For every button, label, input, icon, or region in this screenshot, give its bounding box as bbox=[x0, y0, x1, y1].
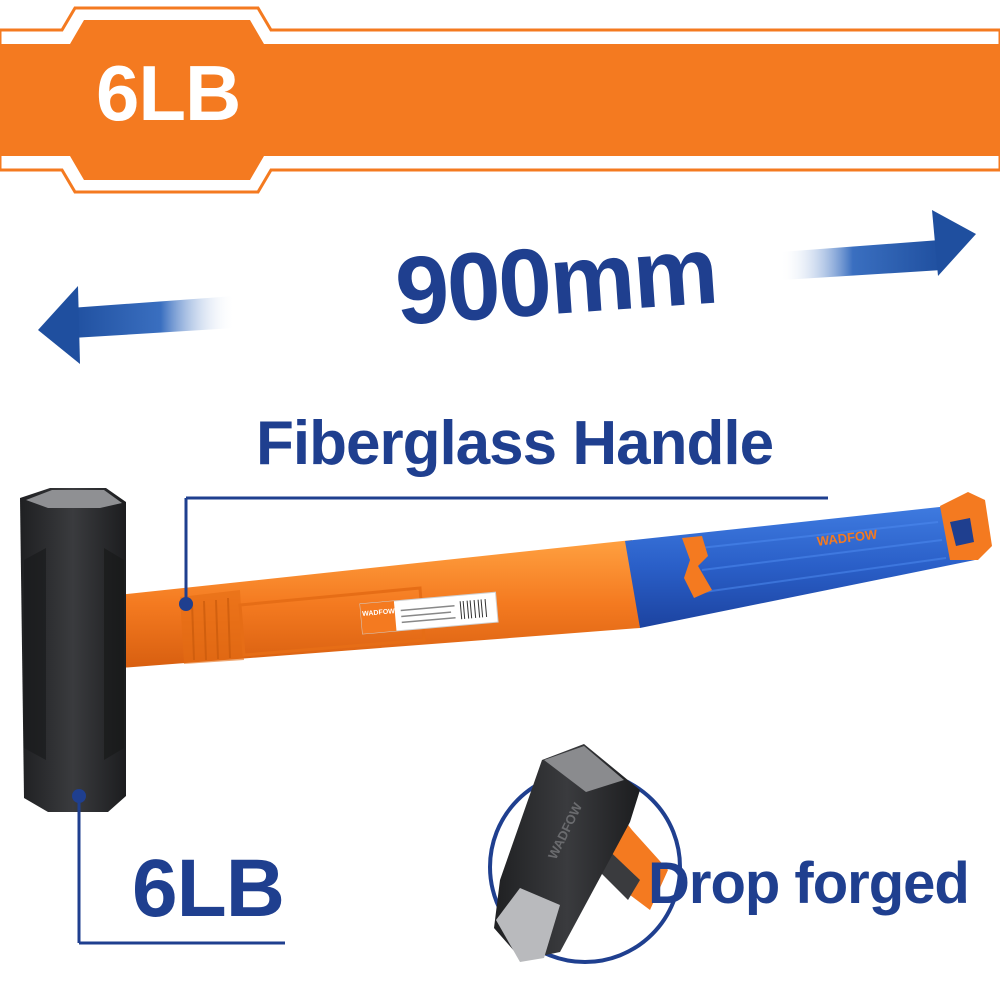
handle-callout-line bbox=[179, 496, 828, 611]
length-label: 900mm bbox=[392, 216, 720, 346]
handle-callout-label: Fiberglass Handle bbox=[256, 409, 774, 478]
weight-callout-label: 6LB bbox=[132, 843, 285, 934]
drop-forged-detail bbox=[488, 744, 682, 964]
weight-banner bbox=[0, 6, 1000, 194]
weight-callout-line bbox=[72, 789, 285, 945]
hammer-handle-icon bbox=[118, 492, 992, 668]
banner-weight-label: 6LB bbox=[96, 49, 241, 137]
drop-forged-label: Drop forged bbox=[648, 851, 970, 916]
hammer-head-icon bbox=[20, 488, 126, 812]
arrow-left-icon bbox=[38, 286, 235, 364]
arrow-right-icon bbox=[780, 210, 976, 280]
